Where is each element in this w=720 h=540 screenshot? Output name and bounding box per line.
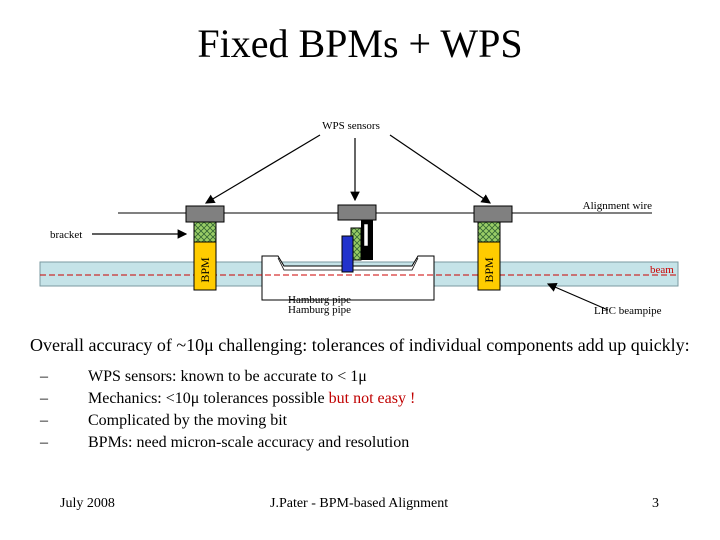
bellows-right xyxy=(477,221,501,243)
alignment-wire-label: Alignment wire xyxy=(583,200,652,212)
hamburg-pipe xyxy=(261,255,435,301)
bullet-dash: – xyxy=(40,412,48,429)
overall-accuracy-paragraph: Overall accuracy of ~10μ challenging: to… xyxy=(30,335,690,355)
bullet-item: – BPMs: need micron-scale accuracy and r… xyxy=(30,432,710,454)
page-number: 3 xyxy=(652,496,659,511)
bullet-text: Mechanics: <10μ tolerances possible xyxy=(88,390,329,407)
bullet-dash: – xyxy=(40,434,48,451)
bracket-label: bracket xyxy=(50,229,82,241)
hamburg-pipe-label-2: Hamburg pipe xyxy=(288,304,351,316)
hamburg-pipe-label-1: Hamburg pipe xyxy=(288,294,351,306)
bullet-item: – Complicated by the moving bit xyxy=(30,410,710,432)
wps-sensor-left xyxy=(185,205,225,223)
bpm-left xyxy=(193,241,217,291)
alignment-diagram: WPS sensors Alignment wire bracket BPM B… xyxy=(39,120,679,317)
slide-title: Fixed BPMs + WPS xyxy=(197,21,523,66)
footer-date: July 2008 xyxy=(60,496,115,511)
wps-sensor-middle xyxy=(337,204,377,221)
bullet-item: – WPS sensors: known to be accurate to <… xyxy=(30,366,710,388)
slide-body: Overall accuracy of ~10μ challenging: to… xyxy=(30,334,710,454)
moving-bit xyxy=(341,235,354,273)
bullet-dash: – xyxy=(40,368,48,385)
bullet-list: – WPS sensors: known to be accurate to <… xyxy=(30,366,710,454)
bellows-left xyxy=(193,221,217,243)
bullet-emphasis: but not easy ! xyxy=(328,390,416,407)
wps-sensors-label: WPS sensors xyxy=(322,120,380,132)
lhc-beampipe-label: LHC beampipe xyxy=(594,305,662,317)
bullet-text: Complicated by the moving bit xyxy=(88,412,288,429)
wps-sensor-right xyxy=(473,205,513,223)
bpm-right-label: BPM xyxy=(482,257,496,283)
bullet-text: WPS sensors: known to be accurate to < 1… xyxy=(88,368,367,385)
bpm-left-label: BPM xyxy=(198,257,212,283)
bullet-item: – Mechanics: <10μ tolerances possible bu… xyxy=(30,388,710,410)
bpm-right xyxy=(477,241,501,291)
bullet-dash: – xyxy=(40,390,48,407)
bullet-text: BPMs: need micron-scale accuracy and res… xyxy=(88,434,410,451)
footer-center: J.Pater - BPM-based Alignment xyxy=(270,496,449,511)
beam-label: beam xyxy=(650,264,674,276)
